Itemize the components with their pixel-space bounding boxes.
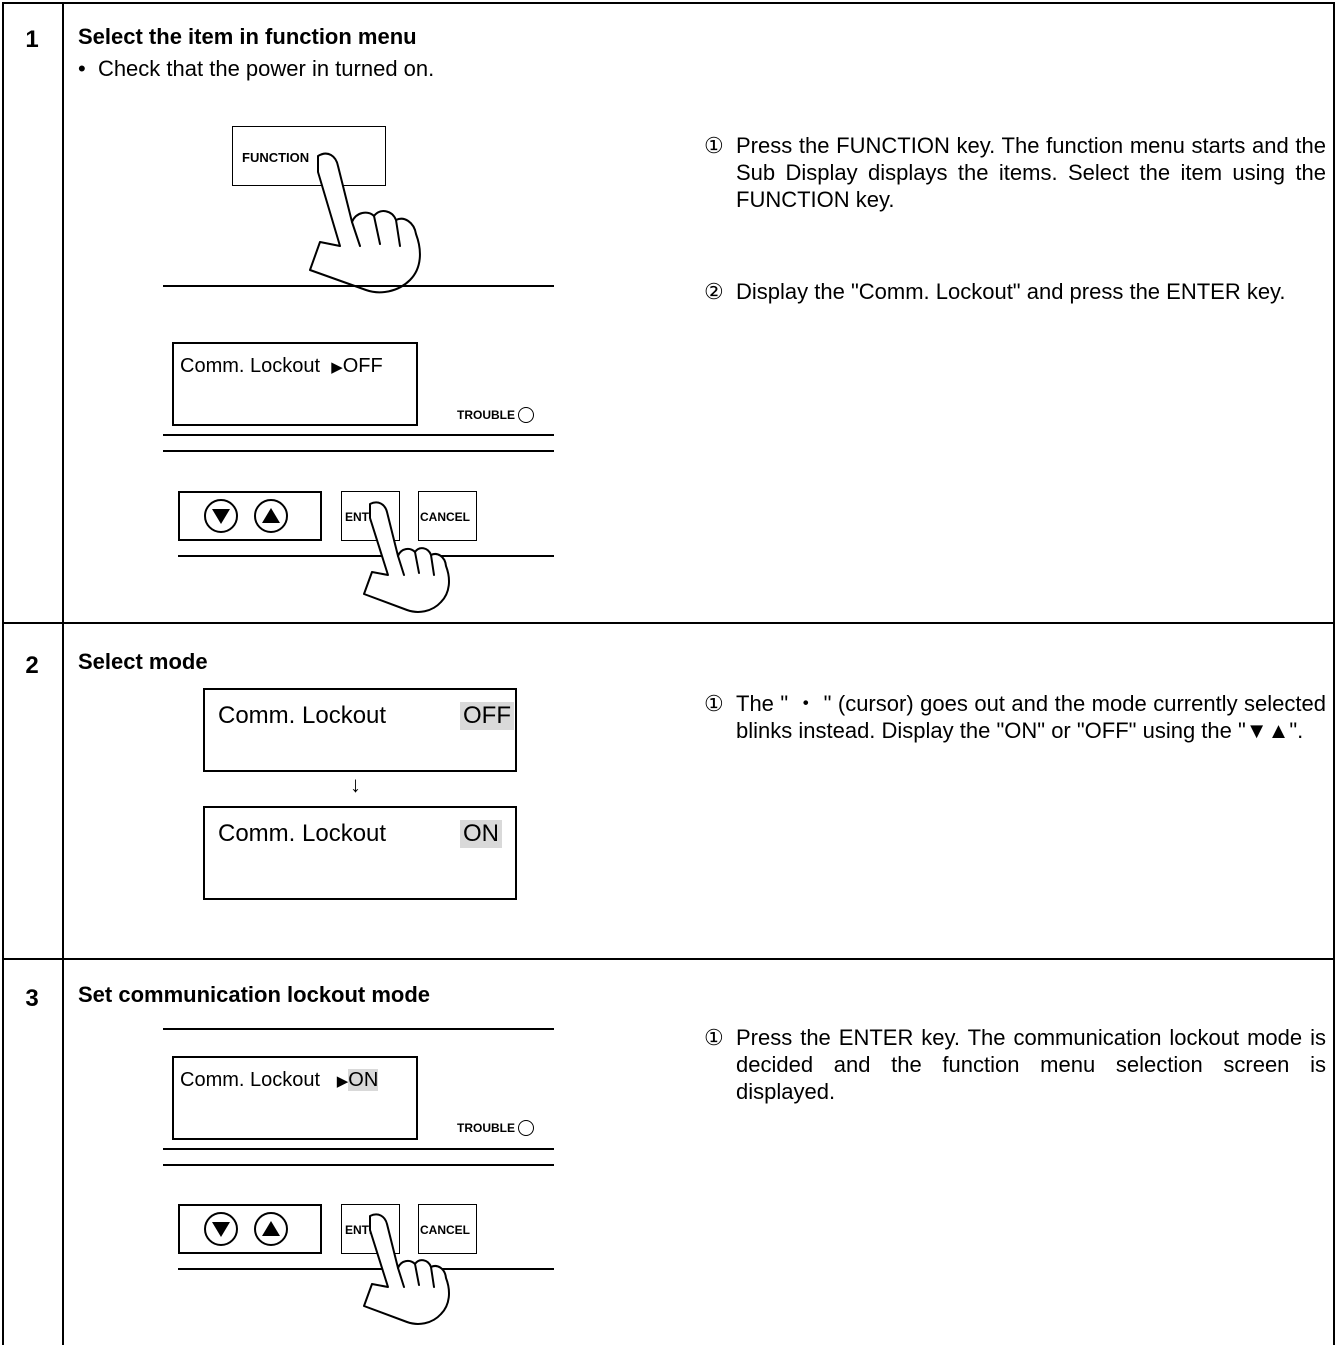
step-number: 3 <box>25 985 39 1012</box>
display-after: Comm. Lockout ON <box>203 806 517 900</box>
cancel-key-label: CANCEL <box>420 1223 470 1237</box>
finger-press-icon <box>309 152 421 294</box>
instruction-1: ① Press the ENTER key. The communication… <box>704 1024 1326 1105</box>
sub-display: Comm. Lockout ▶OFF <box>172 342 418 426</box>
instruction-text: Press the ENTER key. The communication l… <box>736 1025 1326 1104</box>
display-before: Comm. Lockout OFF <box>203 688 517 772</box>
display-value-blinking: ON <box>460 820 502 848</box>
down-arrow-button[interactable] <box>204 499 238 533</box>
row-divider-1 <box>2 622 1335 624</box>
bullet-item: • Check that the power in turned on. <box>78 56 434 82</box>
instruction-2: ② Display the "Comm. Lockout" and press … <box>704 278 1326 305</box>
circled-number: ① <box>704 133 724 158</box>
up-triangle-icon <box>262 1221 280 1236</box>
display-line: Comm. Lockout ▶ON <box>180 1069 379 1092</box>
display-item-text: Comm. Lockout <box>180 1069 321 1091</box>
display-item-text: Comm. Lockout <box>218 702 387 729</box>
panel-line-bottom <box>178 555 554 557</box>
display-item-text: Comm. Lockout <box>180 355 321 377</box>
led-circle-icon <box>518 1120 534 1136</box>
circled-number: ① <box>704 691 724 716</box>
down-triangle-icon <box>212 509 230 524</box>
function-key[interactable]: FUNCTION <box>232 126 386 186</box>
circled-number: ② <box>704 279 724 304</box>
display-value-blinking: OFF <box>460 702 514 730</box>
column-divider <box>62 2 64 1345</box>
step-title: Set communication lockout mode <box>78 982 431 1007</box>
panel-line-mid2 <box>163 1164 554 1166</box>
up-triangle-icon <box>262 508 280 523</box>
bullet-text: Check that the power in turned on. <box>97 56 435 81</box>
trouble-label: TROUBLE <box>457 1121 515 1135</box>
step-title: Select mode <box>78 649 208 674</box>
up-arrow-button[interactable] <box>254 499 288 533</box>
row-divider-2 <box>2 958 1335 960</box>
down-arrow-button[interactable] <box>204 1212 238 1246</box>
instruction-text: Press the FUNCTION key. The function men… <box>736 133 1326 212</box>
instruction-1: ① The " ・ " (cursor) goes out and the mo… <box>704 690 1326 744</box>
instruction-1: ① Press the FUNCTION key. The function m… <box>704 132 1326 213</box>
step-number: 1 <box>25 26 39 53</box>
instruction-text: The " ・ " (cursor) goes out and the mode… <box>736 691 1326 743</box>
panel-line-top <box>163 285 554 287</box>
led-circle-icon <box>518 407 534 423</box>
arrow-keys-frame <box>178 1204 322 1254</box>
bullet-dot: • <box>78 56 98 81</box>
panel-line-mid2 <box>163 450 554 452</box>
cursor-icon: ▶ <box>331 359 343 376</box>
trouble-indicator: TROUBLE <box>457 1120 534 1136</box>
table-border-top <box>2 2 1335 4</box>
up-arrow-button[interactable] <box>254 1212 288 1246</box>
panel-line-mid <box>163 434 554 436</box>
step-title: Select the item in function menu <box>78 24 417 49</box>
circled-number: ① <box>704 1025 724 1050</box>
trouble-indicator: TROUBLE <box>457 407 534 423</box>
finger-press-icon <box>363 1213 450 1325</box>
sub-display: Comm. Lockout ▶ON <box>172 1056 418 1140</box>
function-key-label: FUNCTION <box>242 150 310 165</box>
panel-line-mid <box>163 1148 554 1150</box>
panel-line-top <box>163 1028 554 1030</box>
trouble-label: TROUBLE <box>457 408 515 422</box>
down-triangle-icon <box>212 1222 230 1237</box>
display-item-text: Comm. Lockout <box>218 820 387 847</box>
panel-line-bottom <box>178 1268 554 1270</box>
display-value: ON <box>348 1069 379 1091</box>
display-line: Comm. Lockout ▶OFF <box>180 355 383 378</box>
table-border-left <box>2 2 4 1345</box>
instruction-text: Display the "Comm. Lockout" and press th… <box>736 279 1286 304</box>
step-number: 2 <box>25 652 39 679</box>
table-border-right <box>1333 2 1335 1345</box>
arrow-keys-frame <box>178 491 322 541</box>
finger-press-icon <box>363 501 450 613</box>
cursor-icon: ▶ <box>336 1073 349 1090</box>
display-value: OFF <box>342 355 383 377</box>
cancel-key-label: CANCEL <box>420 510 470 524</box>
cancel-key[interactable]: CANCEL <box>418 1204 477 1254</box>
transition-arrow: ↓ <box>350 772 361 797</box>
cancel-key[interactable]: CANCEL <box>418 491 477 541</box>
